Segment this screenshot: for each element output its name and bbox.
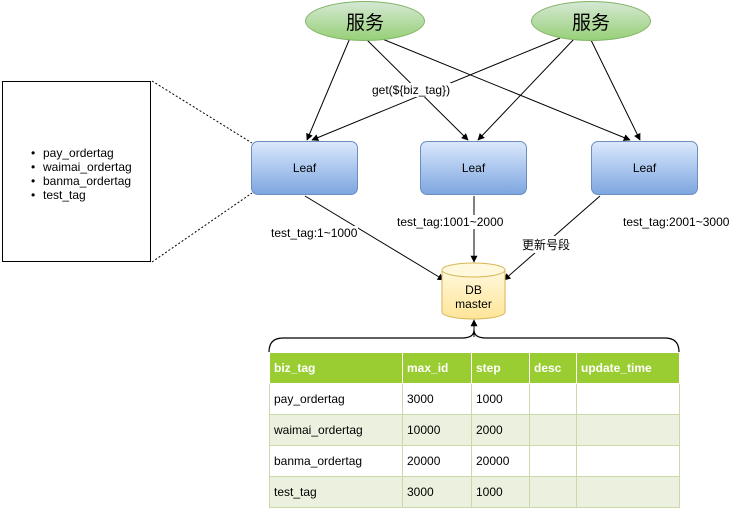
biz-tag-item: banma_ordertag (31, 174, 132, 188)
arrow-s2-leaf3 (589, 37, 641, 141)
db-label-line2: master (455, 297, 492, 311)
table-cell (529, 414, 577, 446)
edge-label-range3: test_tag:2001~3000 (622, 215, 731, 229)
leaf-node-3: Leaf (591, 141, 698, 195)
leaf-label: Leaf (632, 161, 657, 175)
arrow-leaf1-db (304, 195, 445, 281)
leaf-node-2: Leaf (420, 141, 527, 195)
table-cell (576, 414, 680, 446)
table-cell: 2000 (471, 414, 530, 446)
table-header-row: biz_tag max_id step desc update_time (269, 352, 680, 384)
edge-label-range2: test_tag:1001~2000 (396, 215, 505, 229)
leaf-label: Leaf (461, 161, 486, 175)
table-cell (576, 445, 680, 477)
service-node-2: 服务 (531, 1, 651, 41)
table-cell (576, 383, 680, 415)
column-header: update_time (576, 352, 680, 384)
table-cell: banma_ordertag (269, 445, 403, 477)
column-header: desc (529, 352, 577, 384)
leaf-node-1: Leaf (251, 141, 358, 195)
callout-line-top (151, 80, 253, 144)
table-cell (529, 476, 577, 508)
table-cell: 20000 (471, 445, 530, 477)
biz-tag-item: test_tag (31, 188, 132, 202)
biz-tag-item: pay_ordertag (31, 146, 132, 160)
table-cell: waimai_ordertag (269, 414, 403, 446)
edge-label-range1: test_tag:1~1000 (270, 226, 359, 240)
table-cell (529, 383, 577, 415)
table-cell: 1000 (471, 476, 530, 508)
table-brace (268, 329, 680, 353)
db-label: DB master (442, 283, 505, 311)
arrow-s2-leaf2 (477, 37, 576, 141)
leaf-label: Leaf (292, 161, 317, 175)
arrow-s1-leaf3 (379, 37, 631, 141)
db-label-line1: DB (465, 283, 482, 297)
table-cell: 20000 (402, 445, 472, 477)
table-row: test_tag 3000 1000 (269, 476, 680, 508)
table-cell (576, 476, 680, 508)
db-cylinder (441, 262, 506, 320)
table-cell: 3000 (402, 476, 472, 508)
service-label: 服务 (571, 12, 610, 34)
biz-tag-list-box: pay_ordertag waimai_ordertag banma_order… (2, 81, 151, 262)
biz-tag-list: pay_ordertag waimai_ordertag banma_order… (31, 146, 132, 202)
table-cell: test_tag (269, 476, 403, 508)
table-row: pay_ordertag 3000 1000 (269, 383, 680, 415)
edge-label-update-segment: 更新号段 (521, 236, 572, 253)
leaf-alloc-table: biz_tag max_id step desc update_time pay… (269, 352, 680, 508)
arrow-s1-leaf1 (306, 37, 351, 141)
table-cell (529, 445, 577, 477)
table-row: waimai_ordertag 10000 2000 (269, 414, 680, 446)
table-row: banma_ordertag 20000 20000 (269, 445, 680, 477)
table-cell: 3000 (402, 383, 472, 415)
edge-label-get: get(${biz_tag}) (371, 83, 452, 97)
service-node-1: 服务 (305, 1, 425, 41)
service-label: 服务 (345, 12, 384, 34)
column-header: max_id (402, 352, 472, 384)
callout-line-bottom (151, 192, 253, 263)
table-cell: 10000 (402, 414, 472, 446)
column-header: biz_tag (269, 352, 403, 384)
column-header: step (471, 352, 530, 384)
table-cell: 1000 (471, 383, 530, 415)
biz-tag-item: waimai_ordertag (31, 160, 132, 174)
table-cell: pay_ordertag (269, 383, 403, 415)
